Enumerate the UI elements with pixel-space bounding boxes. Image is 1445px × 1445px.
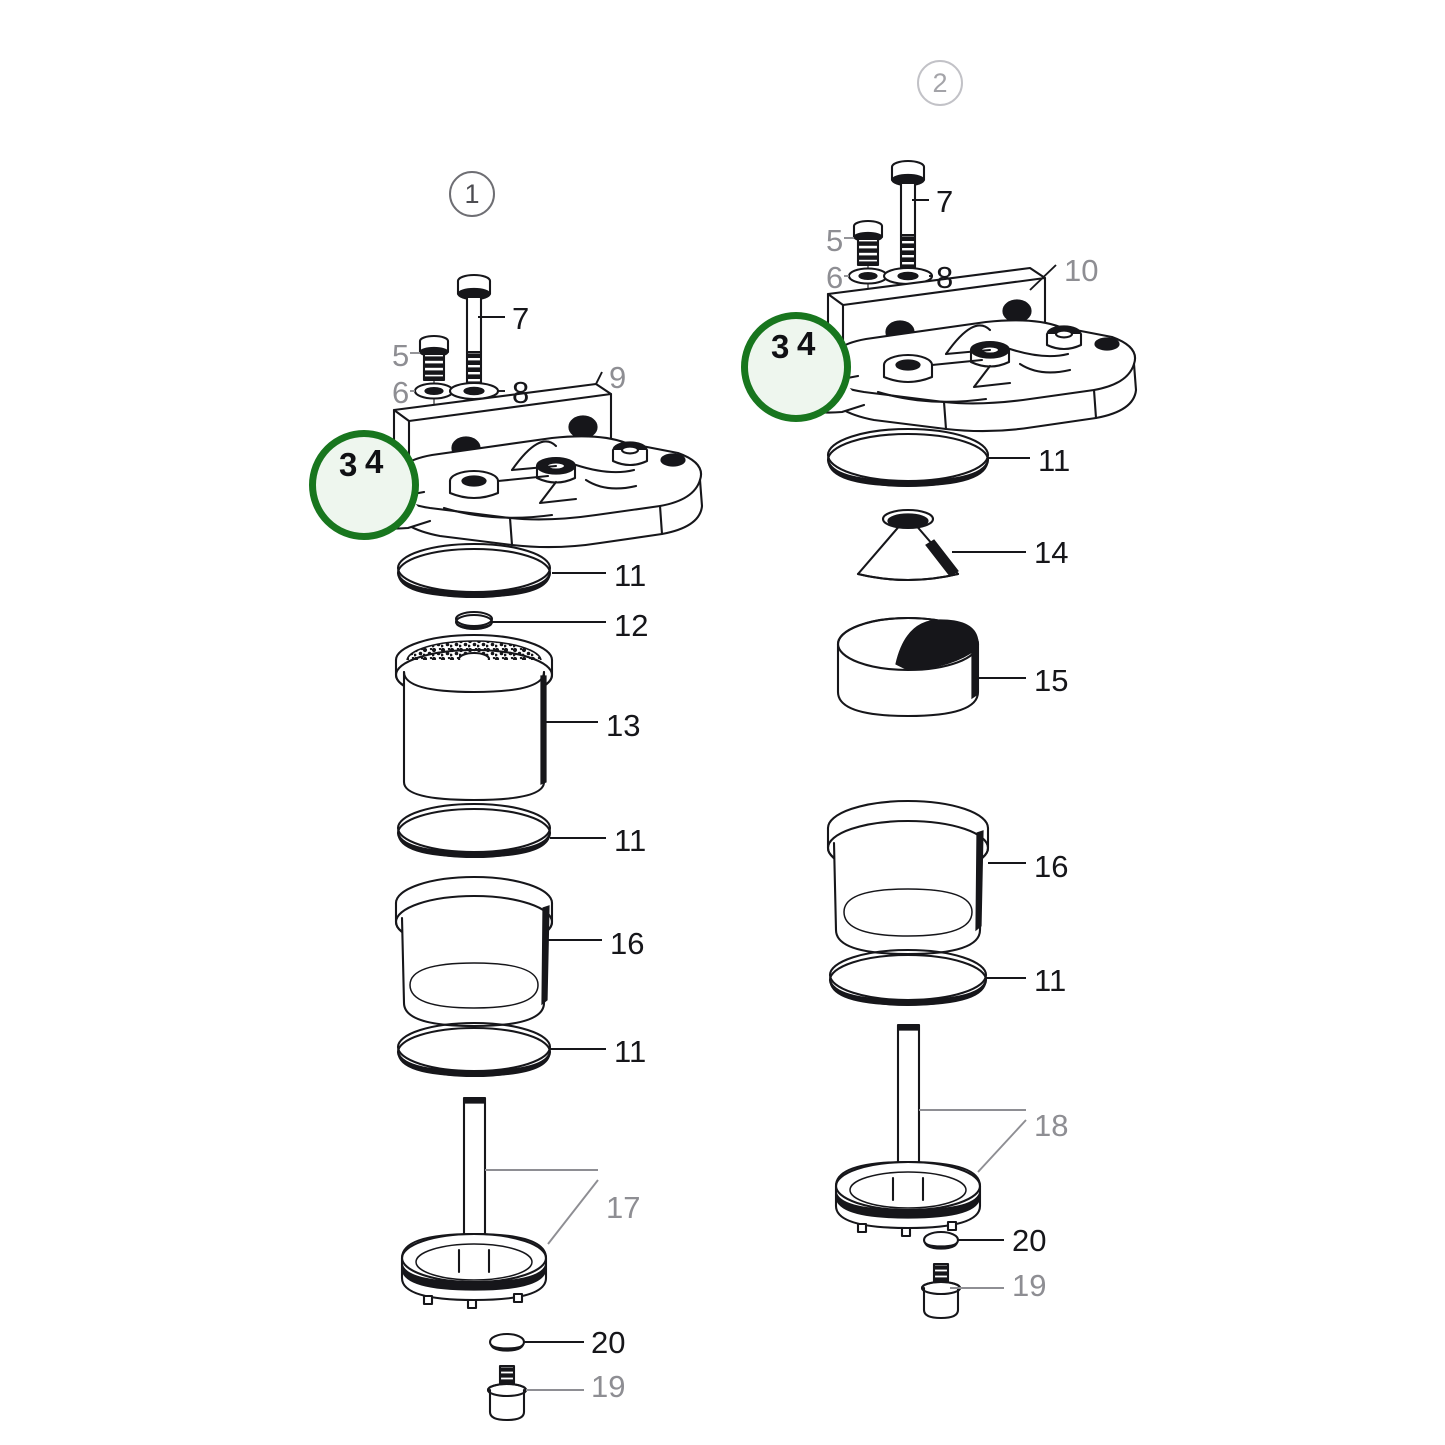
highlight-ring-right bbox=[741, 312, 851, 422]
highlight-left-number-3: 3 bbox=[339, 446, 358, 483]
part-label-r-18: 18 bbox=[1034, 1108, 1069, 1143]
assembly-1-linework bbox=[330, 273, 704, 1422]
assembly-callout-1-number: 1 bbox=[464, 178, 480, 209]
part-11-oring-left-mid bbox=[396, 802, 552, 859]
part-5-bleed-screw-left bbox=[418, 334, 450, 470]
part-label-l-16: 16 bbox=[610, 926, 645, 961]
part-label-r-8: 8 bbox=[936, 260, 954, 295]
part-label-l-11a: 11 bbox=[614, 558, 647, 593]
part-label-l-7: 7 bbox=[512, 301, 530, 336]
assembly-callout-1: 1 bbox=[449, 171, 495, 217]
part-label-r-20: 20 bbox=[1012, 1223, 1047, 1258]
part-label-l-19: 19 bbox=[591, 1369, 626, 1404]
part-label-l-17: 17 bbox=[606, 1190, 641, 1225]
assembly-2-linework bbox=[764, 159, 1138, 1320]
part-17-bowl-base-left bbox=[400, 1096, 548, 1310]
part-18-bowl-base-right bbox=[834, 1023, 982, 1238]
part-6-washer-left bbox=[413, 382, 455, 400]
part-15-spacer-disc-right bbox=[836, 616, 980, 718]
part-label-l-8: 8 bbox=[512, 375, 530, 410]
part-11-oring-right-upper bbox=[826, 427, 990, 488]
part-11-oring-left-lower bbox=[396, 1021, 552, 1078]
part-13-filter-cartridge-left bbox=[394, 633, 554, 802]
part-label-r-10: 10 bbox=[1064, 253, 1099, 288]
part-label-r-15: 15 bbox=[1034, 663, 1069, 698]
part-19-drain-valve-right bbox=[920, 1262, 962, 1320]
part-label-l-13: 13 bbox=[606, 708, 641, 743]
part-label-r-16: 16 bbox=[1034, 849, 1069, 884]
part-label-l-5: 5 bbox=[392, 338, 410, 373]
part-12-small-oring-left bbox=[454, 610, 494, 631]
part-6-washer-right bbox=[847, 267, 889, 285]
part-label-r-11a: 11 bbox=[1038, 443, 1071, 478]
part-label-r-19: 19 bbox=[1012, 1268, 1047, 1303]
part-label-l-9: 9 bbox=[609, 360, 627, 395]
highlight-left-number-4: 4 bbox=[365, 443, 384, 480]
part-16-bowl-right bbox=[826, 799, 990, 956]
highlight-ring-left bbox=[309, 430, 419, 540]
part-label-r-6: 6 bbox=[826, 260, 844, 295]
part-label-l-11b: 11 bbox=[614, 823, 647, 858]
part-label-r-5: 5 bbox=[826, 223, 844, 258]
leader-lines bbox=[410, 199, 1030, 1391]
part-label-r-14: 14 bbox=[1034, 535, 1069, 570]
part-label-l-20: 20 bbox=[591, 1325, 626, 1360]
part-label-l-6: 6 bbox=[392, 375, 410, 410]
part-20-oring-right bbox=[922, 1230, 960, 1250]
part-label-r-7: 7 bbox=[936, 184, 954, 219]
part-16-bowl-left bbox=[394, 875, 554, 1028]
highlight-right-number-4: 4 bbox=[797, 325, 816, 362]
part-label-l-11c: 11 bbox=[614, 1034, 647, 1069]
part-label-r-11b: 11 bbox=[1034, 963, 1067, 998]
assembly-callout-2-number: 2 bbox=[932, 67, 948, 98]
part-11-oring-right-lower bbox=[828, 948, 988, 1007]
part-14-cone-right bbox=[856, 508, 960, 582]
assembly-callout-2: 2 bbox=[917, 60, 963, 106]
part-label-l-12: 12 bbox=[614, 608, 649, 643]
part-19-drain-valve-left bbox=[486, 1364, 528, 1422]
part-11-oring-left-upper bbox=[396, 542, 552, 599]
highlight-right-number-3: 3 bbox=[771, 328, 790, 365]
part-20-oring-left bbox=[488, 1332, 526, 1352]
